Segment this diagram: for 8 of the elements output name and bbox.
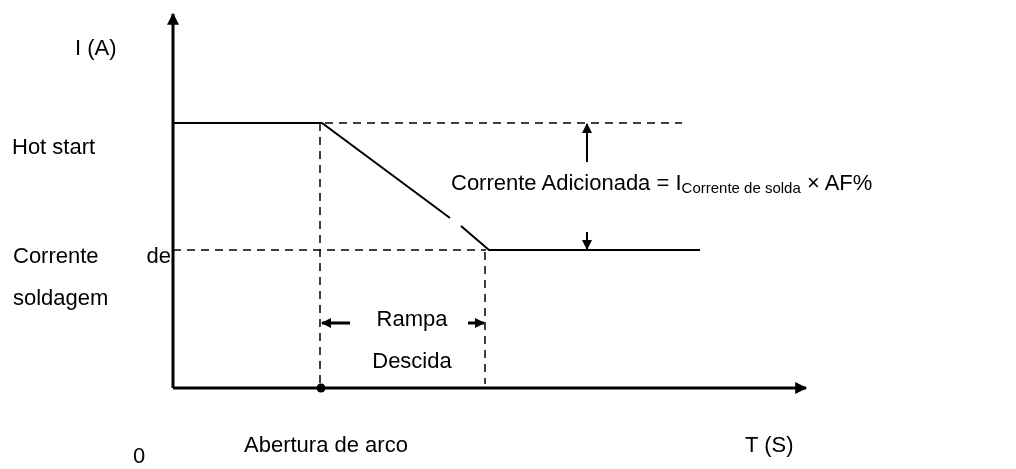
- axis-title: T (S): [745, 432, 794, 458]
- formula-text: Corrente Adicionada = I$_{Corrente de solda}$ × AF%: [451, 170, 873, 198]
- axis-point-label: Abertura de arco: [244, 432, 408, 458]
- interval-label: Rampa Descida: [371, 305, 453, 375]
- level-label: Corrente de soldagem: [13, 242, 171, 312]
- axis-title: I (A): [75, 35, 117, 61]
- origin-label: 0: [133, 443, 146, 469]
- level-label: Hot start: [12, 134, 96, 160]
